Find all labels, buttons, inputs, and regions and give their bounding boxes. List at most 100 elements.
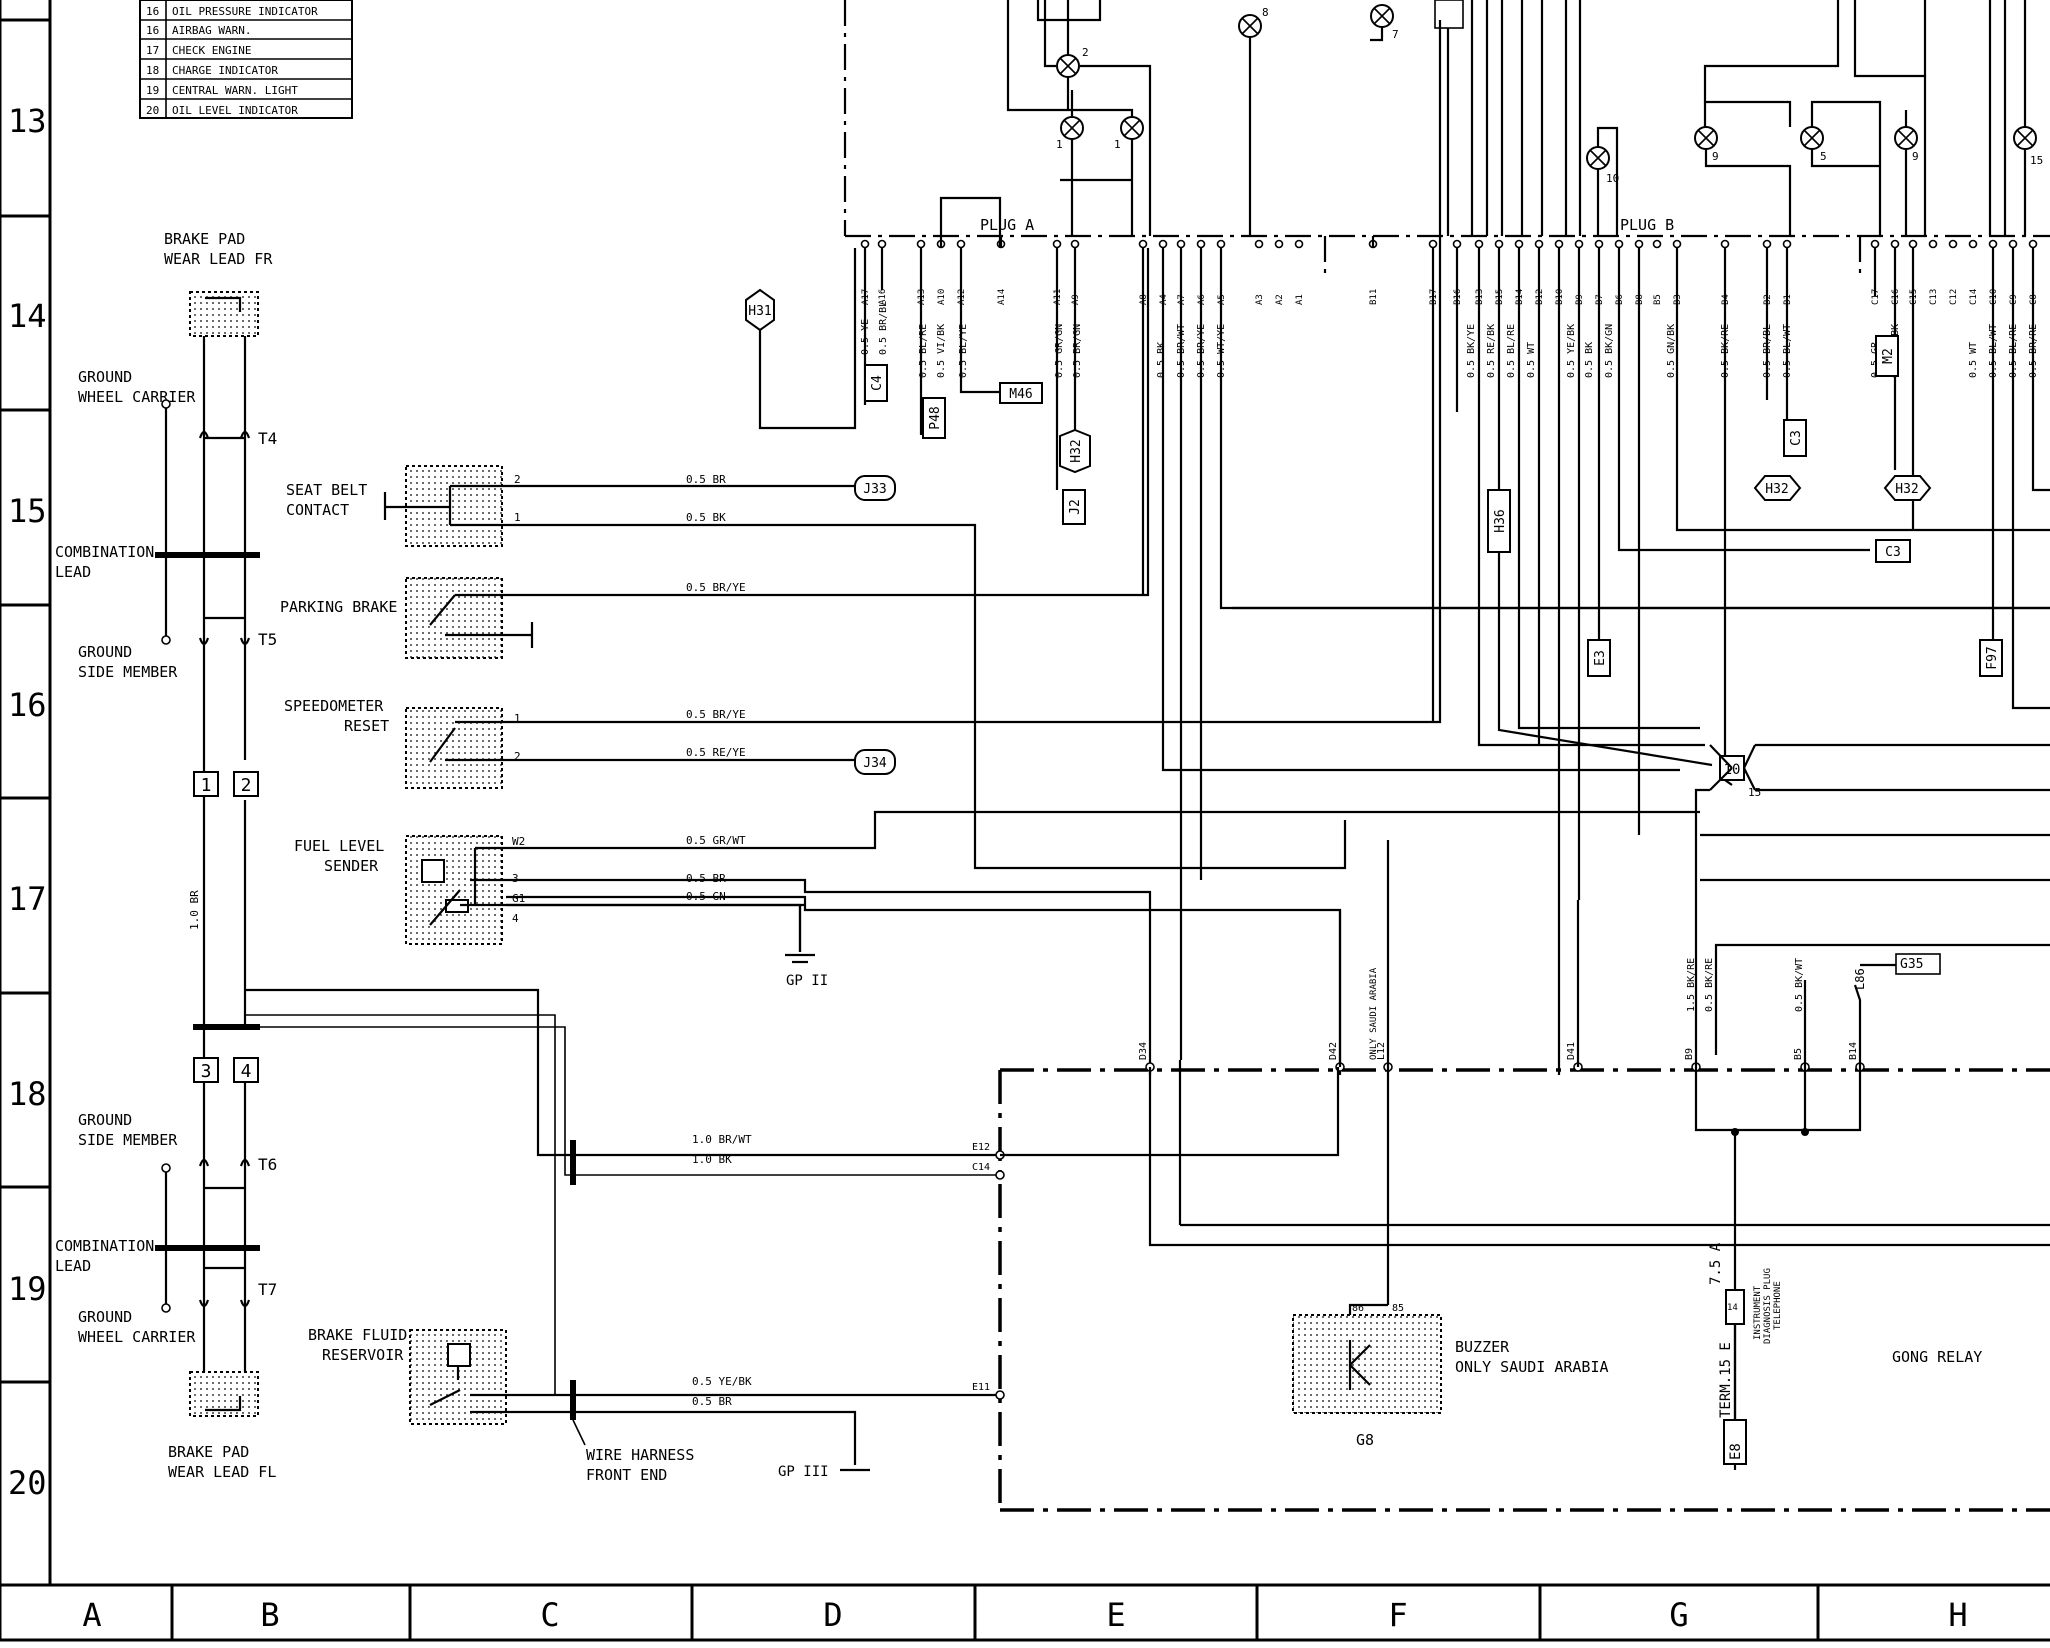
svg-text:0.5 BK/GN: 0.5 BK/GN <box>1604 324 1615 378</box>
legend-no: 20 <box>146 104 159 117</box>
ref-tags-top <box>864 335 2003 677</box>
pin-label: 1 <box>514 712 521 725</box>
pin-label: G1 <box>512 892 525 905</box>
ref-m2-label: M2 <box>1881 348 1896 364</box>
plug-a-label: PLUG A <box>980 216 1034 234</box>
row-label-18: 18 <box>8 1075 47 1113</box>
ground-wheel-carrier-label: GROUND <box>78 1308 132 1326</box>
svg-text:0.5 VI/BK: 0.5 VI/BK <box>936 324 947 378</box>
brake-fluid-reservoir-label: RESERVOIR <box>322 1346 404 1364</box>
terminal-t6: T6 <box>258 1155 277 1174</box>
brake-pad-fr-label: WEAR LEAD FR <box>164 250 273 268</box>
ground-side-member-label: GROUND <box>78 1111 132 1129</box>
module-pin-label: D41 <box>1566 1042 1577 1060</box>
wire-harness-label: WIRE HARNESS <box>586 1446 694 1464</box>
plug-pins <box>860 239 2038 249</box>
col-label-c: C <box>540 1596 559 1634</box>
ref-h32-label: H32 <box>1765 482 1788 497</box>
row-label-20: 20 <box>8 1464 47 1502</box>
col-label-f: F <box>1388 1596 1407 1634</box>
buzzer <box>1292 1303 1442 1414</box>
ground-gp3-label: GP III <box>778 1464 829 1480</box>
plug-b-label: PLUG B <box>1620 216 1674 234</box>
legend-text: CHECK ENGINE <box>172 44 251 57</box>
col-label-e: E <box>1106 1596 1125 1634</box>
svg-text:0.5 BL/RE: 0.5 BL/RE <box>1506 324 1517 378</box>
ground-gp2 <box>785 905 815 964</box>
svg-text:B5: B5 <box>1653 294 1663 305</box>
wire-label: 0.5 YE/BK <box>692 1375 752 1388</box>
speedometer-reset-label: RESET <box>344 717 389 735</box>
lamp-number: 2 <box>1082 46 1089 59</box>
lamp-number: 1 <box>1056 138 1063 151</box>
junction-10 <box>1694 743 2050 1055</box>
ground-side-member-label: SIDE MEMBER <box>78 663 178 681</box>
ref-h31 <box>745 248 857 430</box>
connector-3: 3 <box>201 1061 212 1082</box>
junction-15-label: 15 <box>1748 786 1761 799</box>
left-bus-wires <box>155 336 260 1372</box>
module-pin-label: B9 <box>1684 1048 1695 1060</box>
seat-belt-contact-label: SEAT BELT <box>286 481 367 499</box>
speedometer-reset-label: SPEEDOMETER <box>284 697 384 715</box>
svg-text:A3: A3 <box>1255 294 1265 305</box>
fuel-level-sender-label: SENDER <box>324 857 379 875</box>
wire-label: 0.5 BK <box>686 511 726 524</box>
instrument-cluster-outline <box>843 0 2050 276</box>
terminal-t5: T5 <box>258 630 277 649</box>
svg-text:0.5 GR/GN: 0.5 GR/GN <box>1054 324 1065 378</box>
ref-m46-label: M46 <box>1009 387 1032 402</box>
svg-text:C14: C14 <box>1969 289 1979 305</box>
svg-text:A16: A16 <box>878 289 888 305</box>
buzzer-pin-label: 85 <box>1392 1303 1404 1314</box>
ref-j34 <box>854 749 896 775</box>
connector-1: 1 <box>201 775 212 796</box>
lamp-number: 5 <box>1820 150 1827 163</box>
connector-boxes <box>193 771 259 1083</box>
svg-text:A2: A2 <box>1275 294 1285 305</box>
module-pin-label: C14 <box>972 1162 990 1173</box>
ref-h32-label: H32 <box>1895 482 1918 497</box>
ref-e8-label: E8 <box>1728 1443 1744 1460</box>
plug-a-pin-labels: A17 A16 A13 A10 A12 A14 A11 A9 A8 A4 A7 … <box>861 289 1305 305</box>
legend-no: 19 <box>146 84 159 97</box>
module-pin-label: D34 <box>1138 1042 1149 1060</box>
buzzer-label: ONLY SAUDI ARABIA <box>1455 1358 1609 1376</box>
harness-wires <box>204 988 1000 1446</box>
pin-label: 1 <box>514 511 521 524</box>
ground-gp3 <box>506 1410 870 1472</box>
row-label-19: 19 <box>8 1270 47 1308</box>
legend-text: OIL LEVEL INDICATOR <box>172 104 298 117</box>
ref-c4-label: C4 <box>870 375 885 391</box>
ref-j33-label: J33 <box>863 482 886 497</box>
fuse <box>1723 1289 1747 1465</box>
svg-text:0.5 RE/BK: 0.5 RE/BK <box>1486 324 1497 378</box>
terminal-t4: T4 <box>258 429 277 448</box>
combination-lead-label: COMBINATION <box>55 543 154 561</box>
svg-text:B11: B11 <box>1369 289 1379 305</box>
warning-lamps <box>1056 4 2037 170</box>
connector-2: 2 <box>241 775 252 796</box>
svg-text:C12: C12 <box>1949 289 1959 305</box>
legend-no: 18 <box>146 64 159 77</box>
wire-label: 0.5 RE/YE <box>686 746 746 759</box>
col-label-d: D <box>823 1596 842 1634</box>
buzzer-id-label: G8 <box>1356 1431 1374 1449</box>
module-pin-label: E12 <box>972 1142 990 1153</box>
ref-h36-label: H36 <box>1493 509 1508 532</box>
ref-h32-label: H32 <box>1069 439 1084 462</box>
ref-f97-label: F97 <box>1985 646 2000 669</box>
svg-text:0.5 BL/YE: 0.5 BL/YE <box>958 324 969 378</box>
ground-wheel-carrier-label: GROUND <box>78 368 132 386</box>
ground-wheel-carrier-label: WHEEL CARRIER <box>78 1328 196 1346</box>
fuse-note: TELEPHONE <box>1773 1281 1783 1330</box>
legend-no: 16 <box>146 24 159 37</box>
only-saudi-arabia-label: ONLY SAUDI ARABIA <box>1369 967 1379 1060</box>
wire-label: 0.5 GN <box>686 890 726 903</box>
plug-b-wire-labels: 0.5 BK/YE 0.5 RE/BK 0.5 BL/RE 0.5 WT 0.5… <box>1466 324 1793 378</box>
row-label-16: 16 <box>8 686 47 724</box>
wire-label: 1.0 BR <box>188 890 201 930</box>
module-pin-label: B14 <box>1848 1042 1859 1060</box>
